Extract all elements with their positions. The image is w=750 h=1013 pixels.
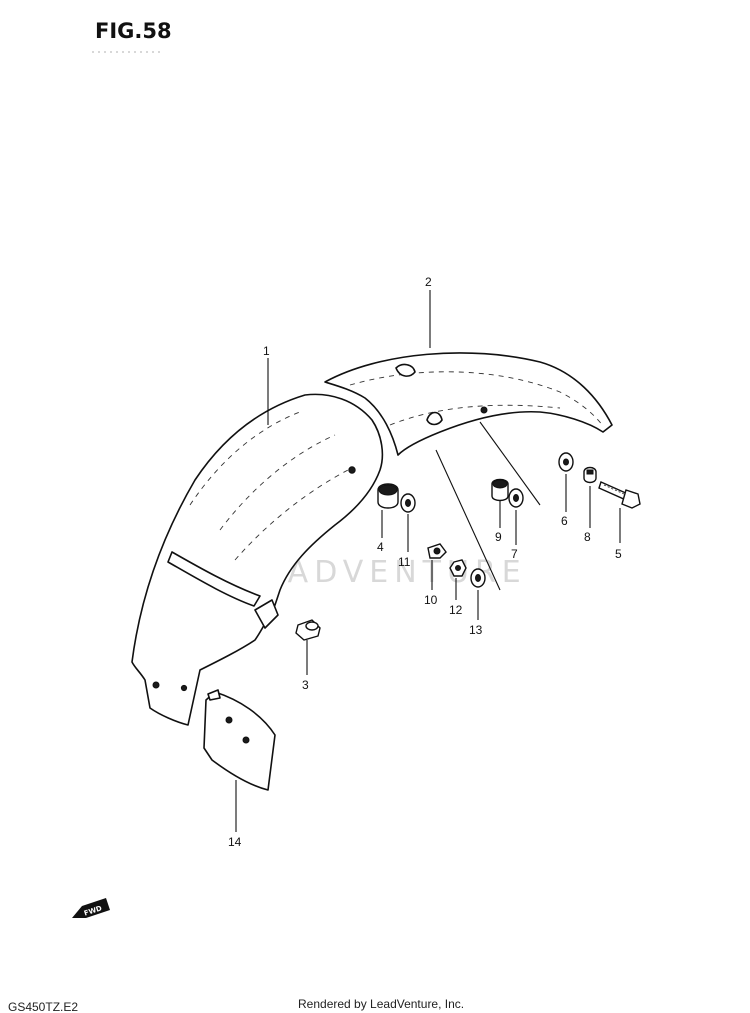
callout-8: 8 [584,530,591,544]
callout-numbers: 1 2 3 4 5 6 7 8 9 10 11 12 13 14 [228,275,622,849]
fwd-arrow-icon: FWD [72,898,110,918]
callout-11: 11 [398,555,411,569]
part-8-lock-washer [583,466,597,484]
callout-2: 2 [425,275,432,289]
callout-7: 7 [511,547,518,561]
part-3-spacer [295,619,321,641]
part-6-washer [558,452,574,472]
part-10-bolt [427,543,447,559]
callout-6: 6 [561,514,568,528]
callout-12: 12 [449,603,463,617]
part-7-washer [508,488,524,508]
leader-lines [235,290,621,832]
callout-5: 5 [615,547,622,561]
figure-label: FIG.58 [95,19,172,43]
footer-credit: Rendered by LeadVenture, Inc. [298,997,464,1011]
part-5-bolt [598,481,641,509]
callout-1: 1 [263,344,270,358]
part-2-front-fender-section [324,352,613,456]
callout-4: 4 [377,540,384,554]
callout-13: 13 [469,623,483,637]
callout-3: 3 [302,678,309,692]
part-1-rear-fender [131,393,384,726]
callout-14: 14 [228,835,242,849]
callout-9: 9 [495,530,502,544]
part-9-cushion [491,478,509,502]
part-13-washer [470,568,486,588]
callout-10: 10 [424,593,438,607]
part-12-nut [449,559,467,577]
part-11-washer [400,493,416,513]
model-code: GS450TZ.E2 [8,1000,78,1013]
part-14-mud-flap [203,689,276,791]
part-4-cushion [377,483,399,509]
